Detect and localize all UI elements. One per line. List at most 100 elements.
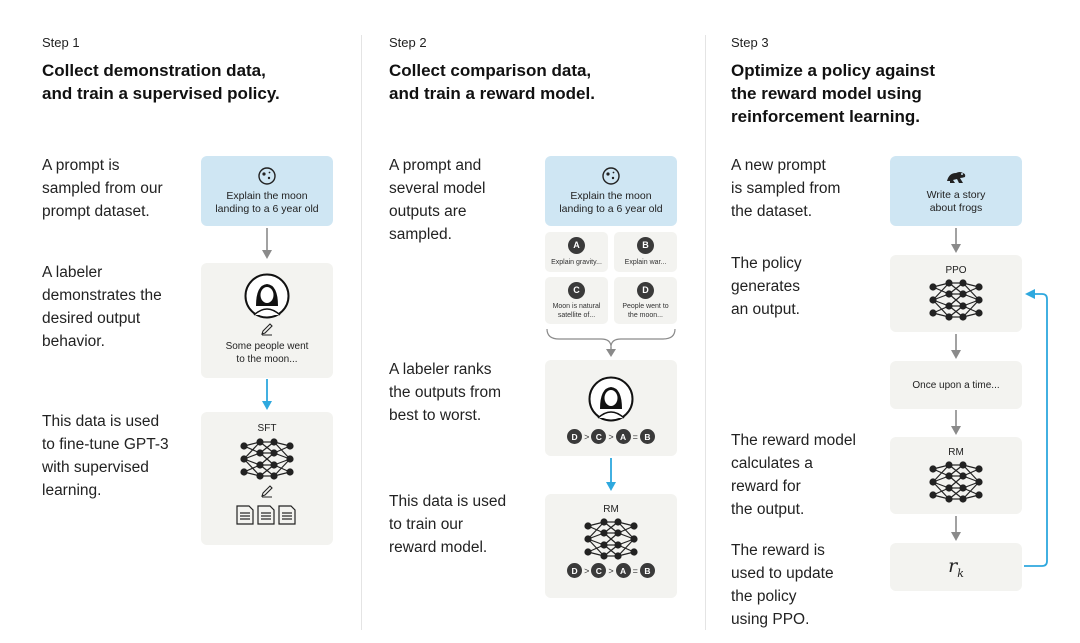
rank-operator: > [584,565,590,576]
output-card-c: C Moon is natural satellite of... [545,277,608,324]
desc-line: the output. [731,501,805,518]
step2-title-line2: and train a reward model. [389,84,595,103]
output-text: satellite of... [557,312,596,319]
ppo-label: PPO [945,265,967,276]
output-line2: to the moon... [236,354,298,365]
rm-label: RM [948,447,964,458]
step3-reward-card: rk [890,543,1022,591]
output-card-b: B Explain war... [614,232,677,272]
output-letter: D [637,282,654,299]
desc-line: reward model. [389,539,488,556]
desc-line: learning. [42,482,102,499]
desc-line: sampled from our [42,180,163,197]
rank-letter: C [591,563,607,578]
step2-desc-train: This data is used to train our reward mo… [389,490,506,559]
step3-desc-prompt: A new prompt is sampled from the dataset… [731,154,840,223]
prompt-line2: landing to a 6 year old [559,203,663,215]
step1-title: Collect demonstration data, and train a … [42,59,280,105]
desc-line: This data is used [389,493,507,510]
step2-ranking-card: D > C > A = B [545,360,677,456]
step2-desc-prompt: A prompt and several model outputs are s… [389,154,486,246]
step2-label: Step 2 [389,35,427,50]
ranking-row: D > C > A = B [567,429,655,444]
step3-label: Step 3 [731,35,769,50]
step1-label: Step 1 [42,35,80,50]
neural-network-icon [927,279,985,321]
rank-letter: D [567,563,583,578]
output-letter: A [568,237,585,254]
step3-desc-policy: The policy generates an output. [731,252,802,321]
output-text: Explain war... [624,259,667,266]
arrow-down-icon [951,516,961,541]
step1-labeler-card: Some people went to the moon... [201,263,333,378]
desc-line: A labeler ranks [389,361,492,378]
step3-title-line2: the reward model using [731,84,922,103]
rank-operator: = [632,431,638,442]
rank-operator: > [584,431,590,442]
moon-icon [601,166,621,186]
prompt-line1: Explain the moon [570,190,652,202]
rank-letter: A [615,563,631,578]
output-text: People went to [622,303,669,310]
desc-line: A prompt and [389,157,482,174]
desc-line: to fine-tune GPT-3 [42,436,169,453]
desc-line: the policy [731,588,797,605]
output-card-a: A Explain gravity... [545,232,608,272]
brace-icon [546,328,676,357]
prompt-line2: landing to a 6 year old [215,203,319,215]
desc-line: the dataset. [731,203,813,220]
prompt-line1: Explain the moon [226,190,308,202]
step2-rm-card: RM D > C > A = B [545,494,677,598]
labeler-avatar-icon [244,273,290,319]
step3-title-line1: Optimize a policy against [731,61,936,80]
step1-title-line2: and train a supervised policy. [42,84,280,103]
arrow-down-icon [262,228,272,259]
desc-line: The policy [731,255,802,272]
desc-line: prompt dataset. [42,203,150,220]
desc-line: using PPO. [731,611,810,628]
desc-line: The reward is [731,542,825,559]
desc-line: desired output [42,310,141,327]
desc-line: the outputs from [389,384,502,401]
step2-title: Collect comparison data, and train a rew… [389,59,595,105]
step3-desc-reward-model: The reward model calculates a reward for… [731,429,856,521]
step2-prompt-card: Explain the moon landing to a 6 year old [545,156,677,226]
ranking-row: D > C > A = B [567,563,655,578]
desc-line: best to worst. [389,407,482,424]
rank-letter: B [639,429,655,444]
step1-sft-card: SFT [201,412,333,545]
output-text: Explain gravity... [551,259,602,266]
feedback-arrow-icon [1024,289,1048,567]
desc-line: A new prompt [731,157,826,174]
desc-line: demonstrates the [42,287,162,304]
desc-line: reward for [731,478,801,495]
desc-line: generates [731,278,800,295]
reward-symbol: r [948,554,958,577]
arrow-down-blue-icon [262,379,272,410]
pencil-icon [260,484,274,498]
step1-desc-finetune: This data is used to fine-tune GPT-3 wit… [42,410,169,502]
moon-icon [257,166,277,186]
prompt-line1: Write a story [926,189,986,201]
rank-operator: > [608,565,614,576]
step3-desc-update: The reward is used to update the policy … [731,539,834,631]
arrow-down-icon [951,228,961,253]
column-divider-1 [361,35,362,630]
rank-letter: D [567,429,583,444]
neural-network-icon [582,518,640,560]
desc-line: A labeler [42,264,103,281]
desc-line: used to update [731,565,834,582]
step2-title-line1: Collect comparison data, [389,61,592,80]
desc-line: an output. [731,301,800,318]
desc-line: with supervised [42,459,149,476]
desc-line: to train our [389,516,464,533]
desc-line: behavior. [42,333,105,350]
pencil-icon [260,322,274,336]
rank-operator: > [608,431,614,442]
neural-network-icon [927,461,985,503]
prompt-line2: about frogs [929,202,983,214]
step3-title: Optimize a policy against the reward mod… [731,59,935,128]
step1-desc-prompt: A prompt is sampled from our prompt data… [42,154,163,223]
step3-title-line3: reinforcement learning. [731,107,920,126]
output-line1: Some people went [225,341,309,352]
